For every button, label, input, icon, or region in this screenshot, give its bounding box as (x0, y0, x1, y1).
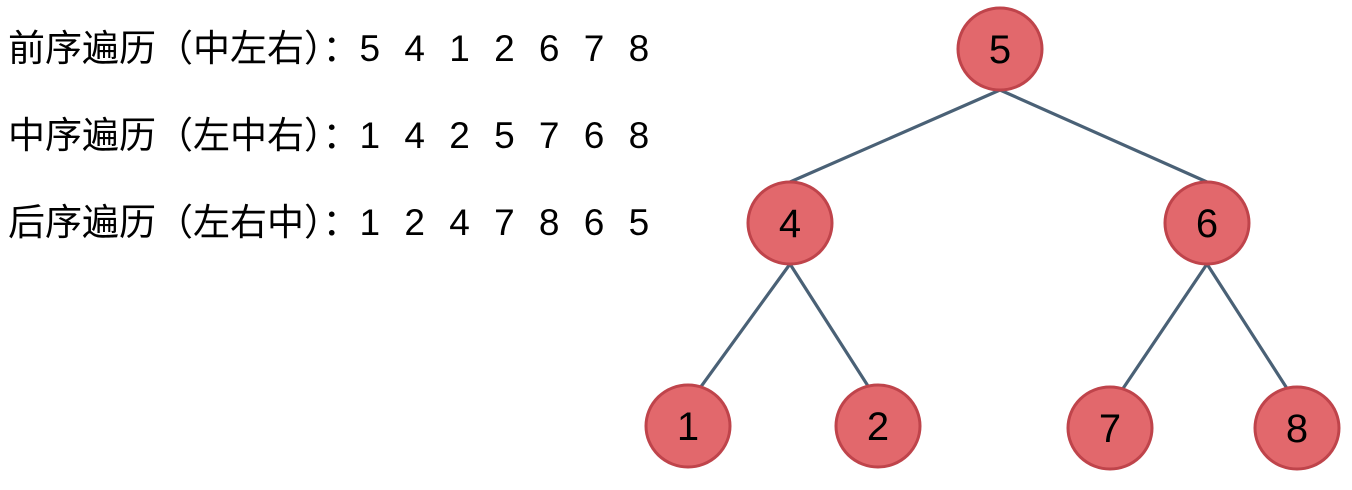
tree-edge-6-8 (1205, 262, 1290, 392)
tree-node-5[interactable]: 5 (956, 6, 1044, 92)
tree-node-label-4: 4 (779, 202, 801, 246)
tree-node-circle-2 (834, 383, 922, 469)
tree-node-circle-8 (1253, 385, 1341, 471)
preorder-traversal-line: 前序遍历（中左右）：5 4 1 2 6 7 8 (8, 30, 656, 67)
inorder-sequence: 1 4 2 5 7 6 8 (359, 115, 657, 156)
tree-node-label-7: 7 (1099, 407, 1121, 451)
traversal-text-block: 前序遍历（中左右）：5 4 1 2 6 7 8 中序遍历（左中右）：1 4 2 … (8, 0, 728, 280)
tree-node-layer: 5 4 6 1 2 7 8 (644, 6, 1341, 471)
tree-node-7[interactable]: 7 (1066, 385, 1154, 471)
tree-edge-5-4 (788, 88, 1002, 184)
preorder-label: 前序遍历（中左右）： (8, 28, 360, 69)
inorder-label: 中序遍历（左中右）： (8, 115, 360, 156)
postorder-label: 后序遍历（左右中）： (8, 202, 360, 243)
preorder-sequence: 5 4 1 2 6 7 8 (359, 28, 657, 69)
postorder-sequence: 1 2 4 7 8 6 5 (359, 202, 657, 243)
tree-node-label-2: 2 (867, 405, 889, 449)
tree-node-label-5: 5 (989, 28, 1011, 72)
tree-node-2[interactable]: 2 (834, 383, 922, 469)
tree-node-8[interactable]: 8 (1253, 385, 1341, 471)
tree-edge-layer (698, 88, 1290, 392)
inorder-traversal-line: 中序遍历（左中右）：1 4 2 5 7 6 8 (8, 117, 656, 154)
tree-node-circle-1 (644, 383, 732, 469)
postorder-traversal-line: 后序遍历（左右中）：1 2 4 7 8 6 5 (8, 204, 656, 241)
tree-node-1[interactable]: 1 (644, 383, 732, 469)
tree-node-6[interactable]: 6 (1163, 180, 1251, 266)
tree-edge-5-6 (998, 88, 1209, 184)
tree-node-4[interactable]: 4 (746, 180, 834, 266)
tree-node-circle-7 (1066, 385, 1154, 471)
tree-node-circle-5 (956, 6, 1044, 92)
tree-edge-4-2 (788, 262, 870, 388)
tree-node-label-1: 1 (677, 405, 699, 449)
tree-edge-6-7 (1120, 262, 1209, 392)
tree-node-label-6: 6 (1196, 202, 1218, 246)
tree-node-circle-4 (746, 180, 834, 266)
tree-edge-4-1 (698, 262, 792, 390)
tree-node-circle-6 (1163, 180, 1251, 266)
tree-node-label-8: 8 (1286, 407, 1308, 451)
